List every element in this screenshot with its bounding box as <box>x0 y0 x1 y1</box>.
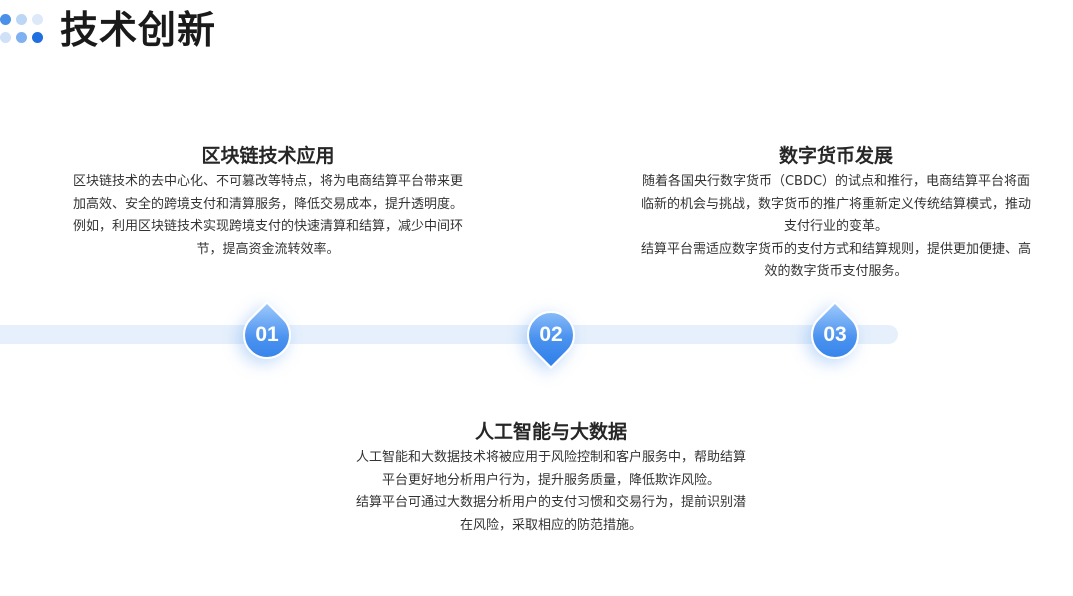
timeline-block-01: 区块链技术应用 区块链技术的去中心化、不可篡改等特点，将为电商结算平台带来更 加… <box>48 143 488 261</box>
block-text-line: 区块链技术的去中心化、不可篡改等特点，将为电商结算平台带来更 <box>72 174 463 189</box>
block-title: 数字货币发展 <box>778 145 893 167</box>
block-title: 区块链技术应用 <box>201 145 335 167</box>
block-text-line: 例如，利用区块链技术实现跨境支付的快速清算和结算，减少中间环 <box>72 219 463 234</box>
block-text-line: 随着各国央行数字货币（CBDC）的试点和推行，电商结算平台将面 <box>641 174 1031 189</box>
marker-number: 03 <box>823 323 847 346</box>
dot-icon <box>32 14 43 25</box>
block-text-line: 在风险，采取相应的防范措施。 <box>459 517 642 533</box>
block-title: 人工智能与大数据 <box>474 421 627 443</box>
timeline-marker-01: 01 <box>233 301 301 369</box>
dot-icon <box>0 32 11 43</box>
timeline-block-03: 数字货币发展 随着各国央行数字货币（CBDC）的试点和推行，电商结算平台将面 临… <box>616 143 1056 284</box>
block-text-line: 支付行业的变革。 <box>783 219 888 234</box>
block-text-line: 结算平台需适应数字货币的支付方式和结算规则，提供更加便捷、高 <box>640 241 1031 257</box>
block-text-line: 节，提高资金流转效率。 <box>196 241 340 257</box>
timeline-marker-03: 03 <box>801 301 869 369</box>
marker-number: 02 <box>539 323 563 346</box>
block-text-line: 平台更好地分析用户行为，提升服务质量，降低欺诈风险。 <box>381 472 720 488</box>
timeline-marker-02: 02 <box>517 301 585 369</box>
decorative-dots <box>0 12 46 48</box>
block-text-line: 临新的机会与挑战，数字货币的推广将重新定义传统结算模式，推动 <box>640 196 1031 212</box>
block-text-line: 结算平台可通过大数据分析用户的支付习惯和交易行为，提前识别潜 <box>355 495 746 510</box>
block-text-line: 人工智能和大数据技术将被应用于风险控制和客户服务中，帮助结算 <box>355 450 746 465</box>
dot-icon <box>16 14 27 25</box>
dot-icon <box>0 14 11 25</box>
dot-icon <box>16 32 27 43</box>
block-text-line: 加高效、安全的跨境支付和清算服务，降低交易成本，提升透明度。 <box>72 196 463 212</box>
page-title: 技术创新 <box>60 8 217 52</box>
timeline-block-02: 人工智能与大数据 人工智能和大数据技术将被应用于风险控制和客户服务中，帮助结算 … <box>331 419 771 537</box>
timeline-track <box>0 325 898 344</box>
block-text-line: 效的数字货币支付服务。 <box>764 264 908 279</box>
marker-number: 01 <box>255 323 279 346</box>
dot-icon <box>32 32 43 43</box>
